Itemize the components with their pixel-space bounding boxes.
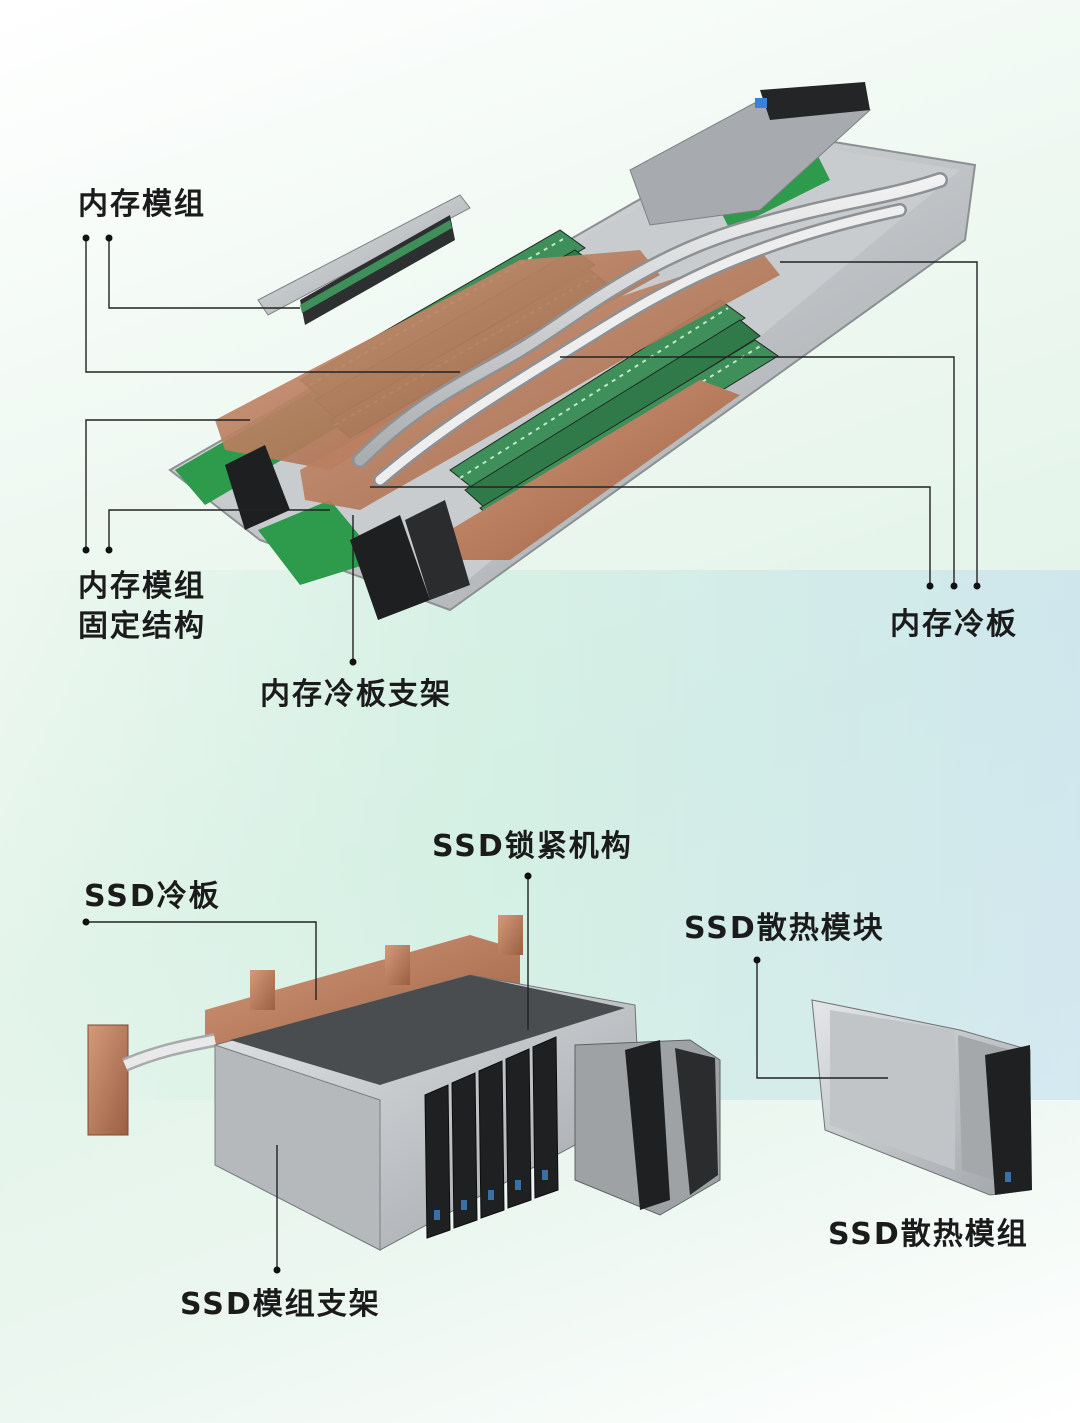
leader-lines bbox=[82, 234, 981, 1274]
label-memory-cold-plate: 内存冷板 bbox=[890, 607, 1018, 642]
label-ssd-heat-dissipation-block: SSD散热模块 bbox=[684, 911, 885, 946]
front-connectors bbox=[225, 445, 470, 620]
label-ssd-cold-plate: SSD冷板 bbox=[84, 879, 221, 914]
label-ssd-heat-dissipation-module: SSD散热模组 bbox=[828, 1217, 1029, 1252]
label-memory-cold-plate-bracket: 内存冷板支架 bbox=[260, 677, 452, 712]
memory-module-part bbox=[257, 194, 471, 325]
label-memory-module-fixing-line2: 固定结构 bbox=[78, 609, 206, 644]
ssd-module-part bbox=[811, 999, 1032, 1196]
label-ssd-locking-mechanism: SSD锁紧机构 bbox=[432, 829, 633, 864]
coolant-pipes bbox=[352, 172, 948, 487]
label-memory-module: 内存模组 bbox=[78, 187, 206, 222]
ssd-cage-assembly bbox=[87, 915, 721, 1251]
label-memory-module-fixing-line1: 内存模组 bbox=[78, 569, 206, 604]
label-ssd-module-bracket: SSD模组支架 bbox=[180, 1287, 381, 1322]
